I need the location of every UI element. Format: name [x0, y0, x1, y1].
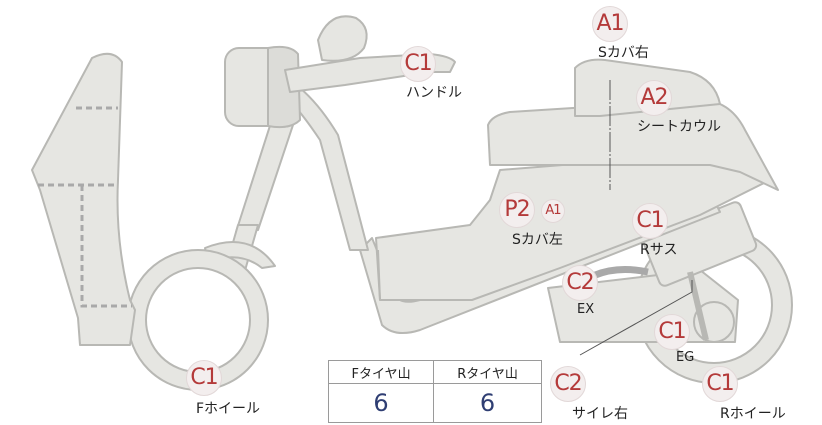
badge-exhaust: C2 — [562, 265, 598, 301]
badge-s-cover-left: P2 — [499, 192, 535, 228]
header-rear-tire: Rタイヤ山 — [433, 360, 542, 384]
badge-rear-suspension: C1 — [632, 203, 668, 239]
badge-s-cover-right: A1 — [592, 6, 628, 42]
label-right-muffler: サイレ右 — [572, 406, 628, 422]
badge-front-wheel: C1 — [186, 360, 222, 396]
leader-exhaust — [579, 280, 693, 356]
mirror — [317, 15, 368, 62]
label-s-cover-left: Sカバ左 — [512, 232, 563, 248]
label-rear-wheel: Rホイール — [720, 406, 786, 422]
tire-table-header-row: Fタイヤ山 Rタイヤ山 — [327, 360, 542, 384]
label-front-wheel: Fホイール — [196, 401, 261, 417]
value-front-tire: 6 — [327, 383, 435, 423]
label-seat-cowl: シートカウル — [637, 119, 721, 135]
value-rear-tire: 6 — [433, 383, 542, 423]
badge-right-muffler: C2 — [550, 366, 586, 402]
tire-table-value-row: 6 6 — [327, 383, 542, 423]
badge-s-cover-left-secondary: A1 — [541, 199, 565, 223]
header-front-tire: Fタイヤ山 — [327, 360, 435, 384]
badge-engine: C1 — [654, 314, 690, 350]
front-rim — [145, 267, 251, 373]
label-exhaust: EX — [577, 302, 595, 317]
label-handle: ハンドル — [406, 85, 462, 101]
label-s-cover-right: Sカバ右 — [598, 45, 649, 61]
label-rear-suspension: Rサス — [640, 242, 678, 258]
dash-cowl-vertical — [80, 185, 132, 308]
rear-shock-rod — [687, 271, 709, 341]
tire-tread-table: Fタイヤ山 Rタイヤ山 6 6 — [327, 360, 542, 423]
label-engine: EG — [676, 350, 695, 365]
headlight-lens — [267, 45, 301, 129]
frame-inner — [377, 249, 381, 301]
badge-rear-wheel: C1 — [702, 366, 738, 402]
badge-seat-cowl: A2 — [636, 80, 672, 116]
badge-handle: C1 — [400, 46, 436, 82]
